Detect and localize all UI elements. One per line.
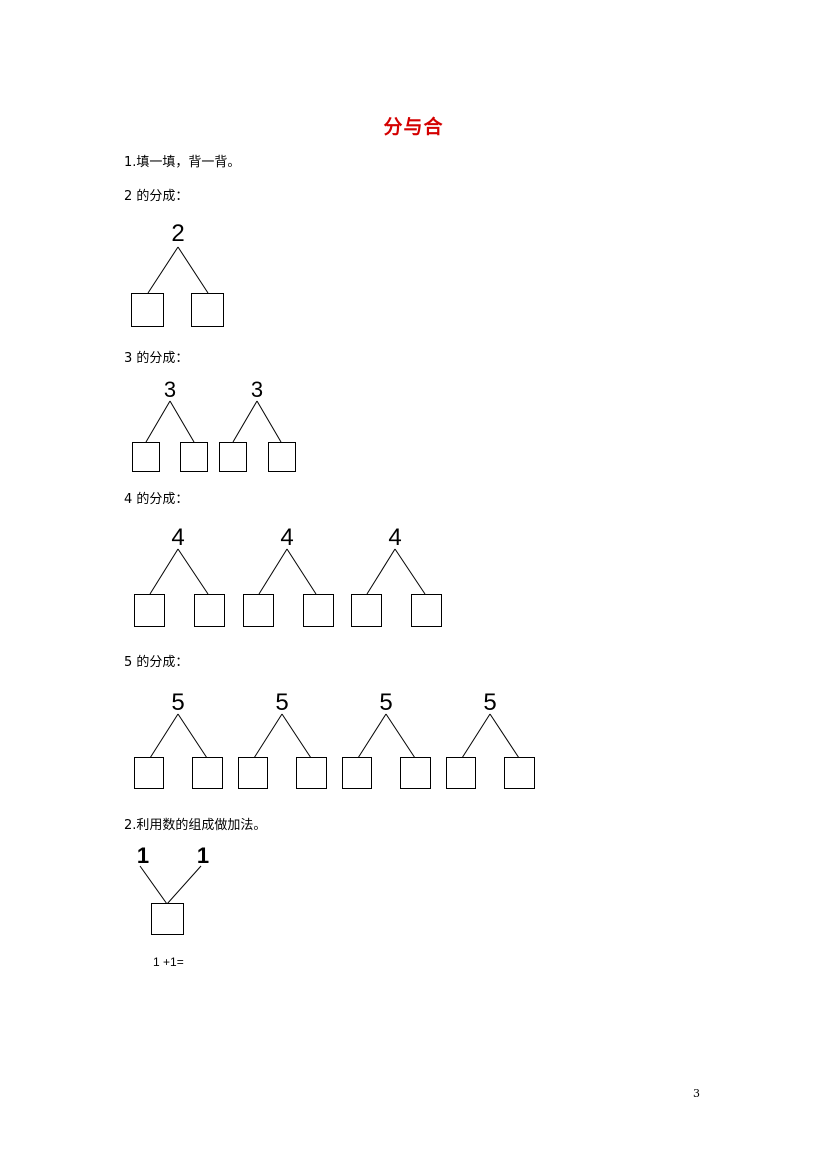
answer-box[interactable] [446, 757, 476, 789]
total-number: 4 [280, 524, 293, 551]
answer-box[interactable] [134, 594, 165, 627]
answer-box[interactable] [342, 757, 372, 789]
decomposition-tree-5b: 5 [238, 689, 327, 789]
decomposition-tree-3a: 3 [132, 377, 208, 472]
answer-box[interactable] [351, 594, 382, 627]
total-number: 4 [388, 524, 401, 551]
answer-box[interactable] [132, 442, 160, 472]
total-number: 3 [164, 377, 176, 402]
decomposition-tree-4c: 4 [351, 524, 442, 627]
answer-box[interactable] [191, 293, 224, 327]
page-title: 分与合 [383, 116, 444, 138]
decomposition-tree-4a: 4 [134, 524, 225, 627]
answer-box[interactable] [243, 594, 274, 627]
total-number: 5 [483, 689, 496, 716]
decomposition-tree-3b: 3 [219, 377, 296, 472]
total-number: 5 [171, 689, 184, 716]
answer-box[interactable] [504, 757, 535, 789]
composition-tree: 1 1 [137, 843, 209, 935]
question-2-heading: 2.利用数的组成做加法。 [124, 818, 267, 833]
answer-box[interactable] [131, 293, 164, 327]
section-label-3: 3 的分成： [124, 351, 189, 366]
total-number: 5 [275, 689, 288, 716]
decomposition-tree-4b: 4 [243, 524, 334, 627]
answer-box[interactable] [192, 757, 223, 789]
sum-answer-box[interactable] [151, 903, 184, 935]
answer-box[interactable] [180, 442, 208, 472]
total-number: 2 [171, 220, 184, 247]
total-number: 3 [251, 377, 263, 402]
answer-box[interactable] [238, 757, 268, 789]
left-addend: 1 [137, 843, 149, 868]
answer-box[interactable] [194, 594, 225, 627]
answer-box[interactable] [219, 442, 247, 472]
section-label-4: 4 的分成： [124, 492, 189, 507]
decomposition-tree-5c: 5 [342, 689, 431, 789]
right-addend: 1 [197, 843, 209, 868]
decomposition-tree-5a: 5 [134, 689, 223, 789]
addition-equation: 1 +1= [153, 955, 184, 969]
answer-box[interactable] [268, 442, 296, 472]
section-label-5: 5 的分成： [124, 655, 189, 670]
answer-box[interactable] [296, 757, 327, 789]
total-number: 5 [379, 689, 392, 716]
answer-box[interactable] [411, 594, 442, 627]
decomposition-tree-2: 2 [131, 220, 224, 327]
total-number: 4 [171, 524, 184, 551]
section-label-2: 2 的分成： [124, 189, 189, 204]
decomposition-tree-5d: 5 [446, 689, 535, 789]
page-number: 3 [693, 1087, 700, 1100]
answer-box[interactable] [134, 757, 164, 789]
answer-box[interactable] [303, 594, 334, 627]
question-1-heading: 1.填一填，背一背。 [124, 155, 241, 170]
answer-box[interactable] [400, 757, 431, 789]
